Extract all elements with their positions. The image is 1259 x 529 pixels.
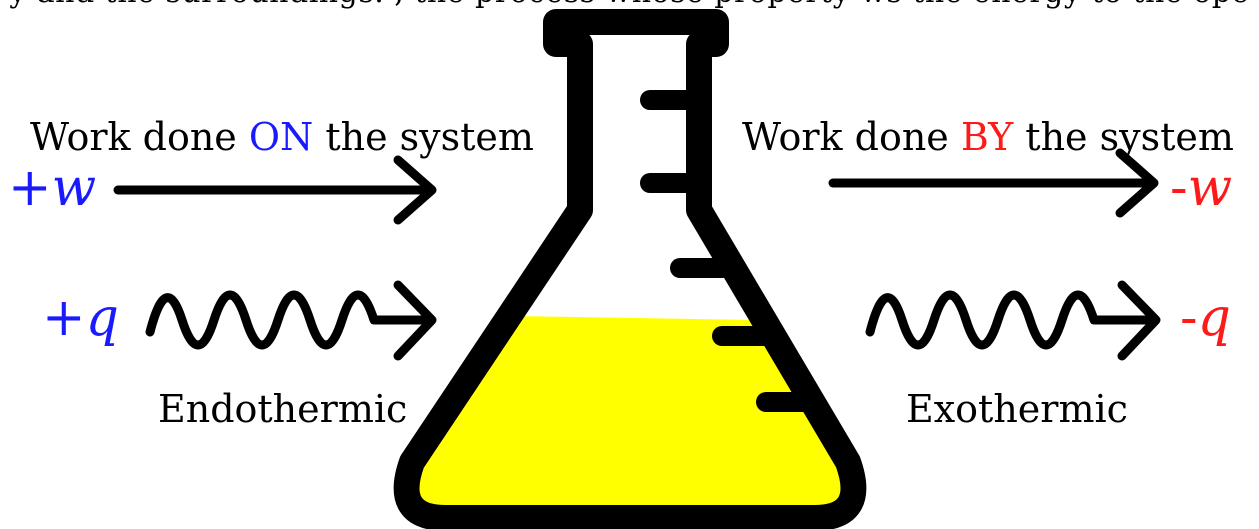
flask-graduation-marks	[640, 90, 822, 412]
endothermic-label: Endothermic	[158, 387, 408, 431]
flask-outline	[393, 9, 867, 529]
sign: -	[1170, 158, 1188, 218]
heat-out-wavy-arrow-icon	[865, 280, 1161, 361]
negative-q-symbol: -q	[1180, 292, 1231, 344]
variable-w: w	[51, 158, 97, 218]
erlenmeyer-flask-icon	[393, 9, 867, 529]
work-in-arrow-icon	[113, 155, 437, 225]
heading-emphasis-by: BY	[960, 115, 1014, 159]
cropped-top-text: y and the surroundings. , the process wh…	[0, 0, 1259, 8]
work-by-system-heading: Work done BY the system	[742, 118, 1234, 156]
heat-in-wavy-arrow-icon	[145, 280, 437, 361]
heading-suffix: the system	[1013, 115, 1234, 159]
sign: +	[42, 288, 86, 348]
work-out-arrow-icon	[828, 148, 1159, 218]
positive-w-symbol: +w	[8, 162, 96, 214]
negative-w-symbol: -w	[1170, 162, 1232, 214]
positive-q-symbol: +q	[42, 292, 119, 344]
yellow-liquid	[405, 316, 855, 505]
heading-prefix: Work done	[742, 115, 961, 159]
variable-q: q	[1197, 288, 1231, 348]
heading-prefix: Work done	[30, 115, 249, 159]
work-on-system-heading: Work done ON the system	[30, 118, 534, 156]
heading-emphasis-on: ON	[248, 115, 314, 159]
heading-suffix: the system	[313, 115, 534, 159]
variable-q: q	[85, 288, 119, 348]
exothermic-label: Exothermic	[906, 387, 1128, 431]
variable-w: w	[1187, 158, 1233, 218]
sign: -	[1180, 288, 1198, 348]
sign: +	[8, 158, 52, 218]
